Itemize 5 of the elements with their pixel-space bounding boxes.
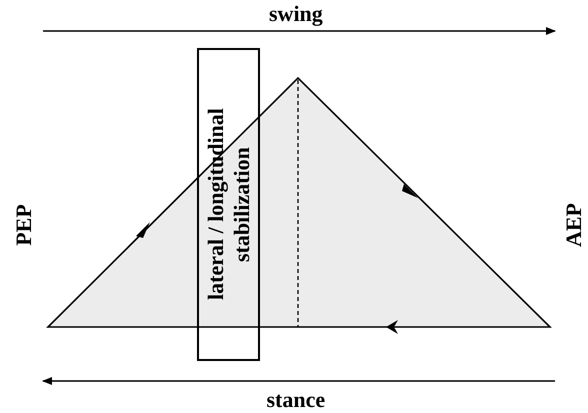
phase-label: swing	[269, 3, 323, 25]
position-label: AEP	[563, 203, 585, 247]
position-label: PEP	[12, 204, 35, 246]
annotation-box: lateral / longitudinal stabilization	[197, 48, 260, 361]
phase-label: stance	[266, 389, 326, 411]
